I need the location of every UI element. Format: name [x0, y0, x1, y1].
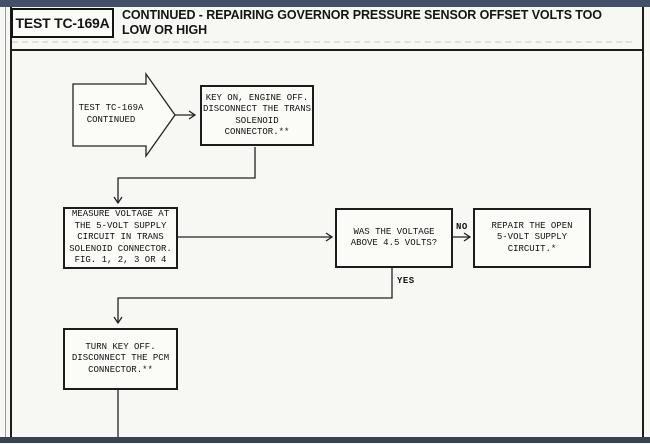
page-title: CONTINUED - REPAIRING GOVERNOR PRESSURE … — [122, 8, 602, 37]
page-top-edge-bar — [0, 0, 650, 7]
header-divider-rule — [10, 49, 644, 51]
branch-label-no: NO — [456, 222, 468, 232]
flow-start-label: TEST TC-169A CONTINUED — [78, 103, 144, 125]
flow-step-key-on: KEY ON, ENGINE OFF. DISCONNECT THE TRANS… — [200, 85, 314, 146]
connector-keyon-to-measure — [117, 147, 256, 202]
flow-step-turn-key-off: TURN KEY OFF. DISCONNECT THE PCM CONNECT… — [63, 328, 178, 390]
page-border-right — [642, 7, 644, 437]
flow-step-measure-voltage: MEASURE VOLTAGE AT THE 5-VOLT SUPPLY CIR… — [63, 207, 178, 269]
arrowhead-right-3 — [463, 232, 472, 242]
flow-step-repair-circuit: REPAIR THE OPEN 5-VOLT SUPPLY CIRCUIT.* — [473, 208, 591, 268]
page-border-left — [10, 7, 12, 437]
flow-decision-voltage: WAS THE VOLTAGE ABOVE 4.5 VOLTS? — [335, 208, 453, 268]
scan-edge-shadow — [5, 7, 6, 437]
test-id-box: TEST TC-169A — [11, 8, 114, 38]
connector-yes-branch — [117, 268, 393, 322]
scan-artifact-line — [12, 41, 632, 43]
start-arrow-shape — [72, 71, 176, 159]
test-id-label: TEST TC-169A — [15, 15, 110, 31]
arrowhead-down-1 — [113, 196, 123, 205]
arrowhead-right-2 — [325, 232, 334, 242]
branch-label-yes: YES — [397, 276, 415, 286]
arrowhead-down-2 — [113, 316, 123, 325]
page-bottom-edge-bar — [0, 437, 650, 443]
arrowhead-right-1 — [188, 110, 197, 120]
